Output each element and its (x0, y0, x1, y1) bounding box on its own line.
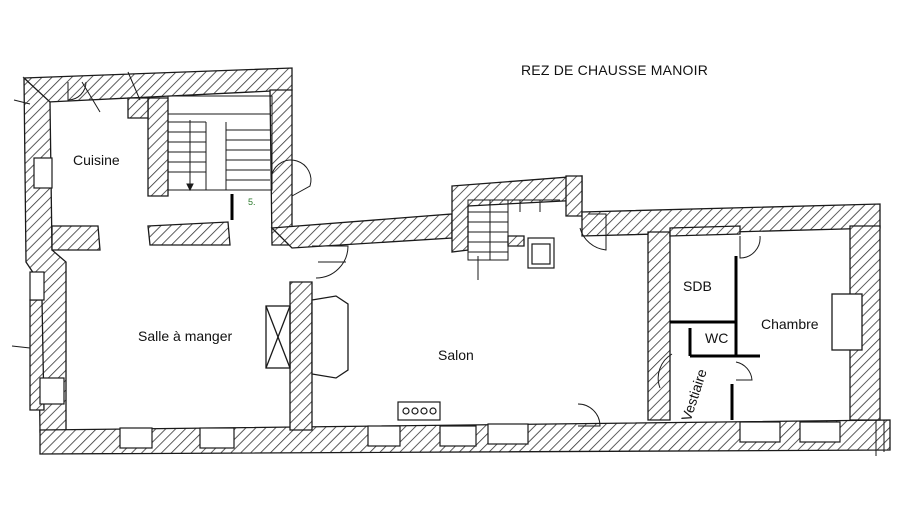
walls (22, 67, 891, 455)
plan-title: REZ DE CHAUSSE MANOIR (521, 62, 708, 78)
doors (67, 71, 761, 427)
fireplace-salon (311, 295, 349, 379)
staircase-salon (467, 199, 560, 280)
fireplace-dining (265, 305, 291, 369)
exterior-marks (11, 99, 885, 456)
stair-step-mark: 5. (248, 197, 256, 207)
stove-icon (397, 401, 441, 421)
staircase-tower (167, 95, 273, 192)
partitions (670, 256, 760, 420)
room-label-cuisine: Cuisine (73, 152, 120, 168)
room-label-salle-a-manger: Salle à manger (138, 328, 233, 344)
room-label-salon: Salon (438, 347, 474, 363)
room-label-chambre: Chambre (761, 316, 819, 332)
basin-icon (527, 237, 555, 269)
room-label-sdb: SDB (683, 278, 712, 294)
fireplace-chambre (831, 293, 863, 351)
windows (29, 157, 841, 449)
room-label-wc: WC (705, 330, 729, 346)
